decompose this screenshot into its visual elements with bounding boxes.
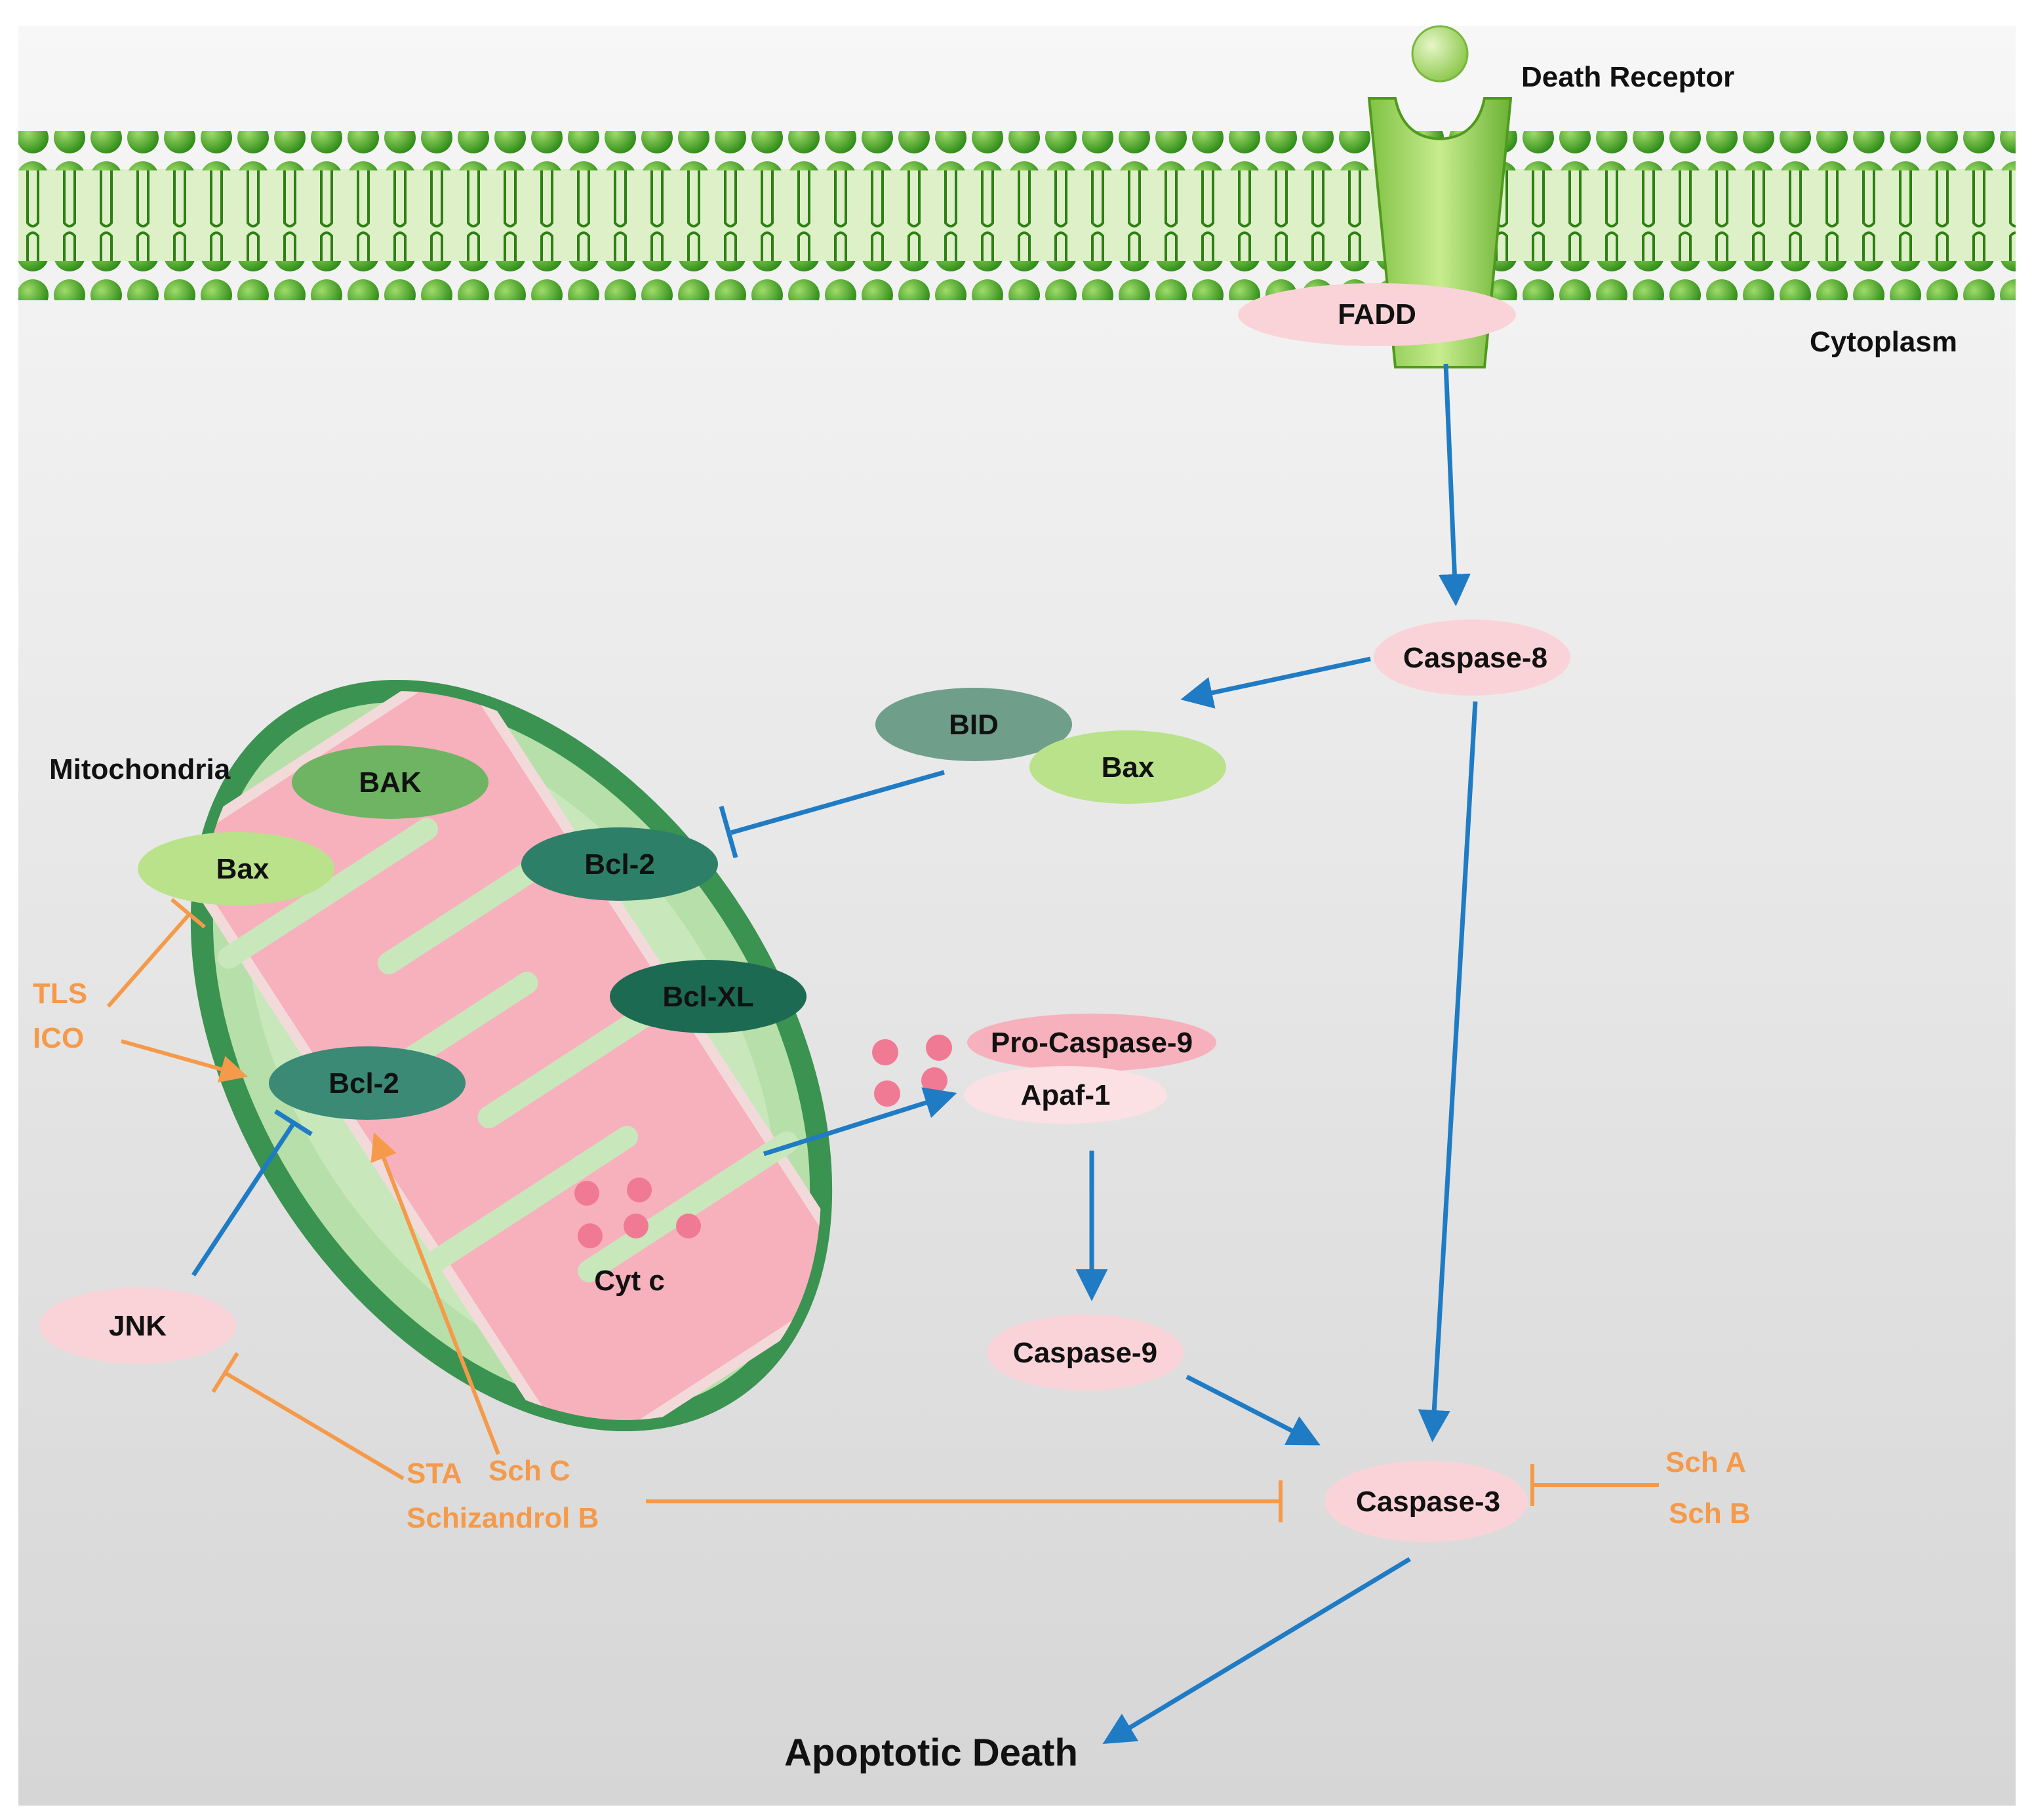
apoptosome bbox=[872, 1035, 952, 1107]
death-receptor-label: Death Receptor bbox=[1521, 61, 1734, 93]
apaf1-node: Apaf-1 bbox=[964, 1066, 1167, 1124]
caspase3-node: Caspase-3 bbox=[1325, 1461, 1528, 1542]
inhibit-jnk-to-bcl2 bbox=[191, 1120, 297, 1276]
arrow-caspase3-to-death bbox=[1102, 1557, 1411, 1745]
caspase8-node: Caspase-8 bbox=[1374, 620, 1570, 696]
bid-label: BID bbox=[949, 709, 999, 741]
arrow-caspase9-to-caspase3 bbox=[1185, 1374, 1321, 1446]
cytochrome-c-dots bbox=[574, 1177, 701, 1248]
procaspase9-node: Pro-Caspase-9 bbox=[967, 1014, 1216, 1071]
arrow-cytc-to-apoptosome bbox=[763, 1087, 957, 1157]
bax-mito-label: Bax bbox=[216, 853, 269, 885]
jnk-node: JNK bbox=[39, 1288, 236, 1364]
bcl2-top-label: Bcl-2 bbox=[584, 848, 655, 880]
bcl2-bottom-label: Bcl-2 bbox=[329, 1067, 399, 1099]
caspase9-node: Caspase-9 bbox=[987, 1315, 1184, 1391]
compound-scha-label: Sch A bbox=[1665, 1446, 1746, 1478]
inhibit-sta-to-jnk bbox=[225, 1372, 405, 1480]
arrow-schc-to-bcl2 bbox=[370, 1132, 500, 1455]
cell-membrane bbox=[18, 131, 2016, 300]
fadd-label: FADD bbox=[1338, 298, 1416, 330]
jnk-label: JNK bbox=[109, 1310, 167, 1342]
procaspase9-label: Pro-Caspase-9 bbox=[991, 1027, 1193, 1059]
bclxl-label: Bcl-XL bbox=[662, 981, 753, 1013]
bcl2-top-node: Bcl-2 bbox=[521, 827, 718, 901]
compound-ico-label: ICO bbox=[33, 1022, 84, 1054]
bax-cyto-label: Bax bbox=[1102, 751, 1155, 783]
bak-node: BAK bbox=[292, 745, 488, 819]
compound-arrows bbox=[106, 898, 1659, 1522]
arrow-ico-to-bcl2 bbox=[121, 1039, 249, 1083]
arrow-fadd-to-caspase8 bbox=[1438, 363, 1471, 606]
inhibit-bar-tls bbox=[170, 898, 206, 929]
compound-schb-label: Sch B bbox=[1669, 1497, 1751, 1530]
cytc-label: Cyt c bbox=[594, 1265, 665, 1297]
inhibit-bid-to-bcl2 bbox=[730, 770, 945, 835]
arrow-caspase8-to-bid bbox=[1180, 656, 1371, 709]
mitochondria-label: Mitochondria bbox=[49, 753, 231, 785]
apaf1-label: Apaf-1 bbox=[1021, 1079, 1111, 1111]
bax-mito-node: Bax bbox=[138, 832, 334, 905]
caspase3-label: Caspase-3 bbox=[1356, 1486, 1500, 1518]
caspase8-label: Caspase-8 bbox=[1403, 642, 1547, 674]
bcl2-bottom-node: Bcl-2 bbox=[269, 1046, 466, 1120]
arrow-caspase8-to-caspase3 bbox=[1418, 701, 1478, 1442]
caspase9-label: Caspase-9 bbox=[1013, 1337, 1157, 1369]
cytoplasm-label: Cytoplasm bbox=[1810, 326, 1957, 358]
inhibit-tls-to-bax bbox=[106, 912, 192, 1008]
inhibit-bar-bid bbox=[719, 806, 738, 858]
compound-sta-label: STA bbox=[407, 1457, 462, 1490]
pathway-arrows bbox=[191, 363, 1478, 1745]
compound-tls-label: TLS bbox=[33, 978, 87, 1010]
inhibit-bar-jnk bbox=[274, 1109, 313, 1136]
apoptotic-death-label: Apoptotic Death bbox=[784, 1731, 1078, 1774]
bax-cyto-node: Bax bbox=[1029, 730, 1226, 804]
fadd-node: FADD bbox=[1238, 283, 1516, 346]
bak-label: BAK bbox=[359, 766, 422, 799]
bclxl-node: Bcl-XL bbox=[610, 960, 807, 1033]
compound-schc-label: Sch C bbox=[488, 1455, 570, 1487]
bid-node: BID bbox=[875, 688, 1072, 761]
compound-schizandrol-b-label: Schizandrol B bbox=[407, 1502, 599, 1534]
inhibit-bar-sta bbox=[211, 1352, 239, 1393]
